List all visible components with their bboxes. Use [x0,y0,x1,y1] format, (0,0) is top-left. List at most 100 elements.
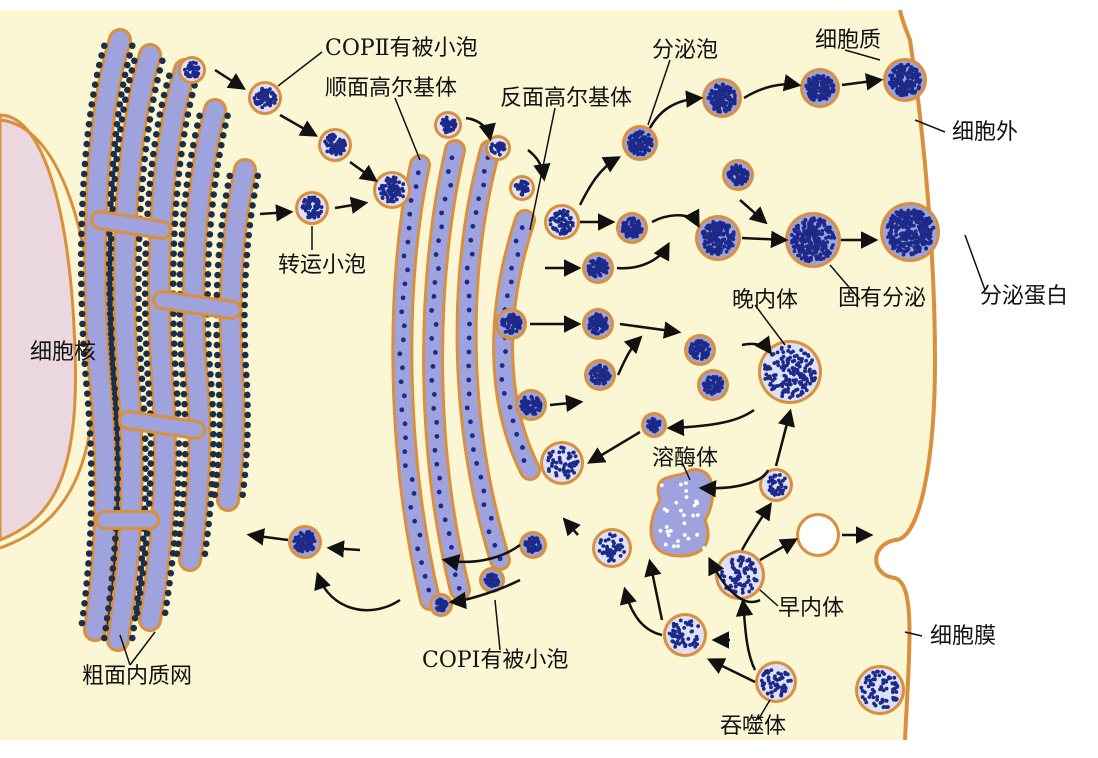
label-early-endosome: 早内体 [778,596,845,621]
flow-arrow [619,321,682,339]
ribosome [113,120,121,128]
ribosome [191,132,199,139]
ribosome [243,391,251,399]
ribosome [122,96,129,104]
leader-line [914,119,946,133]
ribosome [159,57,166,65]
ribosome [243,251,251,259]
lysosome-content [664,525,669,529]
ribosome [107,315,115,323]
ribosome [85,410,93,417]
ribosome [79,190,87,198]
ribosome [213,171,220,179]
vesicle [663,613,707,657]
leader-line [277,51,323,87]
ribosome [87,110,94,118]
er-cisterna-lumen [86,31,129,639]
flow-arrow [774,408,795,467]
vesicle [434,111,462,139]
ribosome [135,285,142,293]
label-transport-vesicle: 转运小泡 [278,253,367,278]
cargo-dot [471,447,476,452]
lysosome-content [662,507,667,512]
ribosome [77,240,85,248]
ribosome [143,530,151,537]
er-bridge-lumen [93,213,169,237]
ribosome [105,240,113,248]
ribosome [77,270,85,278]
ribosome [133,609,141,617]
ribosome [147,170,155,178]
ribosome [146,490,154,497]
vesicle [702,78,742,118]
ribosome [209,400,216,408]
ribosome [215,441,223,449]
nucleus [0,113,78,542]
cargo-dot [402,421,408,427]
ribosome [140,559,148,567]
ribosome [147,450,155,457]
lysosome-content [695,532,700,537]
vesicle [295,191,329,225]
cargo-dot [468,237,474,243]
ribosome [142,475,149,482]
vesicle [592,528,632,568]
ribosome [118,91,125,98]
ribosome [142,445,149,452]
ribosome [178,150,185,158]
ribosome [182,121,190,128]
flow-arrow [648,90,704,129]
ribosome [141,280,149,288]
ribosome [102,624,110,632]
ribosome [87,440,94,447]
ribosome [163,599,171,607]
vesicle [883,58,927,102]
ribosome [174,180,182,188]
flow-arrow [735,598,757,671]
ribosome [207,500,214,508]
ribosome [152,130,160,138]
flow-arrow [441,543,521,572]
ribosome [219,212,227,219]
ribosome [181,201,188,208]
cargo-dot [466,307,472,313]
lysosome-content [672,544,676,549]
ribosome [201,550,209,558]
ribosome [207,221,214,228]
cargo-dot [466,391,472,397]
ribosome [141,290,149,298]
ribosome [146,180,154,188]
ribosome [111,175,119,183]
ribosome [148,160,156,168]
ribosome [107,305,115,313]
flow-arrow [246,528,289,546]
ribosome [241,281,249,289]
ribosome [113,155,120,163]
cargo-dot [464,279,470,285]
vesicle [722,159,754,191]
ribosome [135,305,143,313]
ribosome [214,271,221,279]
leader-line [829,264,861,301]
ribosome [112,130,120,138]
ribosome [174,490,182,497]
ribosome [116,101,124,108]
ribosome [107,265,114,273]
cargo-dot [400,295,406,301]
cargo-dot [431,405,437,411]
ribosome [247,212,255,219]
cargo-dot [503,349,508,354]
label-secreted-protein: 分泌蛋白 [980,284,1069,309]
cargo-dot [439,210,445,216]
ribosome [85,120,93,128]
leader-line [844,49,881,61]
ribosome [88,490,95,497]
cargo-dot [432,447,438,453]
cargo-dot [466,293,472,299]
ribosome [244,411,251,419]
ribosome [78,220,86,228]
ribosome [86,420,93,427]
ribosome [135,235,143,243]
ribosome [109,365,117,373]
flow-arrow [619,586,663,637]
